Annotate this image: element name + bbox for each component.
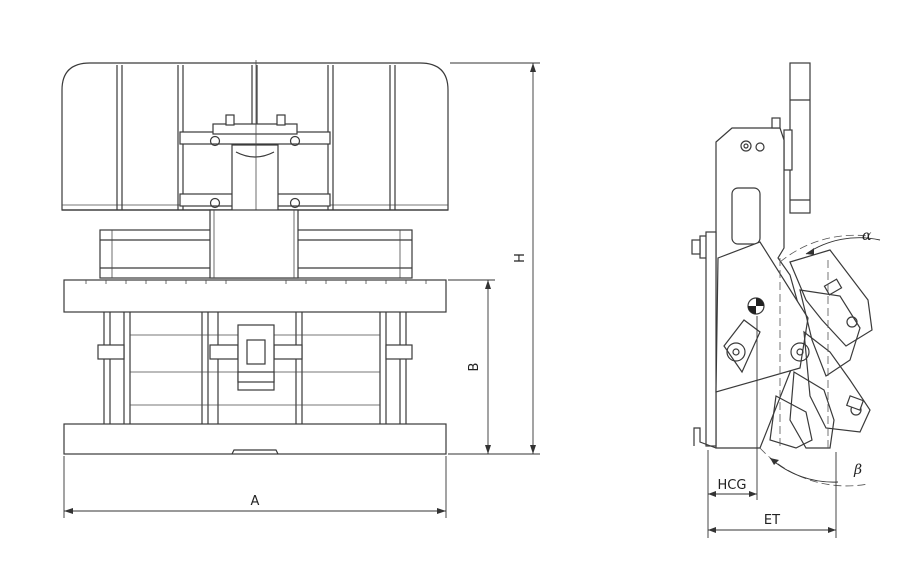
dimension-et: ET — [708, 452, 837, 538]
dimension-et-label: ET — [764, 513, 780, 528]
dimension-hcg: HCG — [707, 316, 758, 538]
dimension-b-label: B — [467, 363, 482, 372]
front-view: A B H — [61, 60, 540, 518]
clamp-arms — [769, 249, 873, 449]
dimension-hcg-label: HCG — [718, 478, 747, 493]
pivot-bracket — [715, 241, 810, 393]
upper-plate — [63, 279, 447, 313]
side-view: α β HCG ET — [691, 62, 881, 538]
dimension-h-label: H — [513, 253, 528, 263]
dimension-h: H — [450, 62, 540, 455]
swing-arcs: α β — [759, 228, 881, 487]
angle-alpha-label: α — [862, 228, 872, 244]
angle-beta-label: β — [853, 462, 862, 478]
dimension-b: B — [448, 279, 495, 455]
base-plate — [63, 423, 447, 455]
mast-rails — [97, 312, 413, 424]
dimension-a-label: A — [251, 494, 260, 509]
dimension-a: A — [63, 456, 447, 518]
carriage-frame — [99, 209, 413, 279]
backrest — [783, 62, 811, 214]
